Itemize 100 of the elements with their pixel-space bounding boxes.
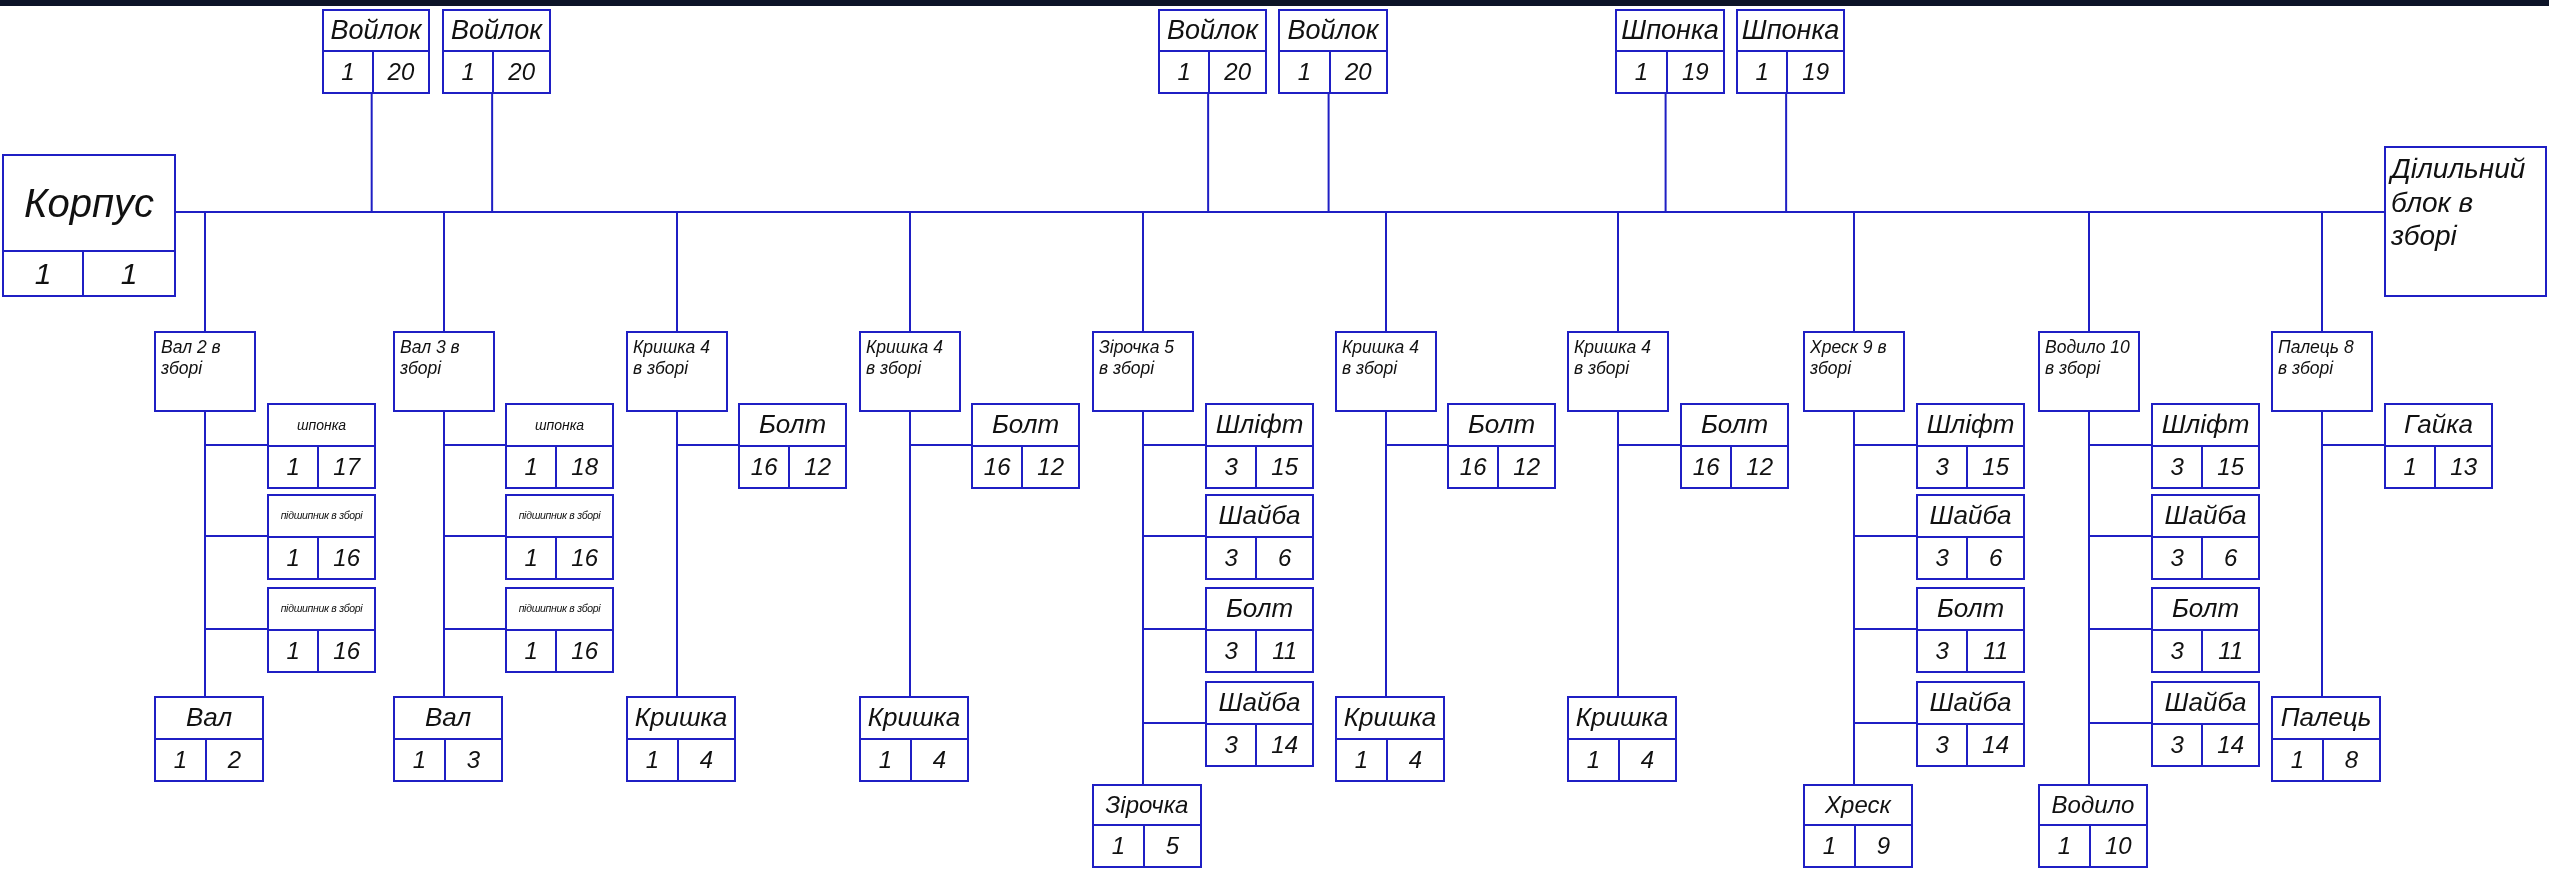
assembly-name: Водило 10 в зборі — [2045, 337, 2131, 379]
position-number-cell: 12 — [1497, 447, 1554, 487]
part-name: Гайка — [2404, 411, 2473, 439]
position-number-cell: 3 — [443, 740, 501, 780]
quantity-cell-text: 16 — [1691, 452, 1721, 482]
position-number-cell: 20 — [1208, 52, 1265, 92]
position-number-cell: 14 — [1255, 725, 1312, 765]
quantity-cell-text: 16 — [982, 452, 1012, 482]
assembly-box — [2271, 331, 2373, 412]
position-number-cell: 10 — [2088, 826, 2146, 866]
quantity-cell-text: 1 — [33, 255, 53, 292]
quantity-cell-text: 3 — [1934, 730, 1950, 760]
part-box — [626, 696, 736, 782]
position-number-cell: 6 — [1255, 538, 1312, 578]
part-name: Шпонка — [1741, 16, 1840, 45]
quantity-cell-text: 3 — [2169, 543, 2185, 573]
position-number-cell: 15 — [2201, 447, 2258, 487]
assembly-name: Кришка 4 в зборі — [1342, 337, 1420, 379]
part-name: Войлок — [1287, 16, 1379, 45]
quantity-cell-text: 1 — [1296, 57, 1313, 87]
part-box — [2151, 681, 2260, 767]
part-box — [971, 403, 1080, 489]
quantity-cell-text: 3 — [2169, 452, 2185, 482]
assembly-name: Кришка 4 в зборі — [633, 337, 711, 379]
part-name: Хреск — [1825, 792, 1891, 818]
part-box — [393, 696, 503, 782]
position-number-cell: 4 — [909, 740, 967, 780]
part-name: Войлок — [330, 16, 422, 45]
part-name: Войлок — [1166, 16, 1258, 45]
part-box — [267, 494, 376, 580]
part-name: Водило — [2051, 792, 2135, 818]
quantity-cell-text: 1 — [1110, 831, 1127, 861]
quantity-cell-text: 1 — [1754, 57, 1770, 87]
connector-line — [2321, 411, 2323, 697]
part-name: Болт — [991, 411, 1060, 439]
part-box — [1615, 9, 1725, 94]
position-number-cell: 19 — [1786, 52, 1843, 92]
part-name: Зірочка — [1105, 792, 1189, 818]
quantity-cell-text: 3 — [1223, 730, 1239, 760]
quantity-cell-text: 1 — [340, 57, 356, 87]
quantity-cell-text: 1 — [2056, 831, 2073, 861]
assembly-name: Хреск 9 в зборі — [1810, 337, 1888, 379]
position-number-cell: 16 — [555, 631, 612, 671]
quantity-cell-text: 1 — [2289, 745, 2306, 775]
part-box — [1567, 696, 1677, 782]
position-number-cell: 18 — [555, 447, 612, 487]
quantity-cell-text: 1 — [523, 636, 539, 666]
assembly-name: Вал 2 в зборі — [161, 337, 222, 379]
position-number-cell: 20 — [371, 52, 428, 92]
quantity-cell-text: 1 — [285, 543, 301, 573]
connector-line — [909, 411, 911, 697]
position-number-cell: 19 — [1665, 52, 1723, 92]
part-name: шпонка — [534, 417, 585, 433]
part-box — [1916, 681, 2025, 767]
assembly-box — [1092, 331, 1194, 412]
part-box — [154, 696, 264, 782]
part-box — [2271, 696, 2381, 782]
part-box — [2, 154, 176, 297]
connector-line — [443, 411, 445, 697]
position-number-cell: 12 — [788, 447, 845, 487]
part-box — [1205, 403, 1314, 489]
part-name: Кришка — [1343, 704, 1437, 732]
part-box — [505, 587, 614, 673]
assembly-box — [393, 331, 495, 412]
quantity-cell-text: 16 — [1458, 452, 1488, 482]
position-number-cell: 4 — [676, 740, 734, 780]
quantity-cell-text: 1 — [172, 745, 189, 775]
part-name: підшипник в зборі — [518, 510, 601, 522]
part-box — [1205, 587, 1314, 673]
position-number-cell: 14 — [1966, 725, 2023, 765]
assembly-name: Кришка 4 в зборі — [866, 337, 944, 379]
part-name: Шайба — [1929, 689, 2012, 717]
connector-line — [1385, 411, 1387, 697]
assembly-name: Вал 3 в зборі — [400, 337, 461, 379]
quantity-cell-text: 3 — [2169, 636, 2185, 666]
part-name: підшипник в зборі — [280, 510, 363, 522]
part-name: Кришка — [867, 704, 961, 732]
quantity-cell-text: 1 — [644, 745, 661, 775]
part-name: Корпус — [23, 182, 155, 224]
part-box — [1092, 784, 1202, 868]
part-name: Шліфт — [1215, 411, 1304, 439]
position-number-cell: 9 — [1853, 826, 1911, 866]
quantity-cell-text: 1 — [460, 57, 476, 87]
position-number-cell: 2 — [204, 740, 262, 780]
part-box — [1680, 403, 1789, 489]
part-box — [2151, 494, 2260, 580]
connector-line — [2088, 411, 2090, 785]
assembly-box — [2384, 146, 2547, 297]
part-name: підшипник в зборі — [280, 603, 363, 615]
part-box — [1447, 403, 1556, 489]
quantity-cell-text: 1 — [1353, 745, 1370, 775]
quantity-cell-text: 1 — [285, 452, 301, 482]
part-box — [2384, 403, 2493, 489]
position-number-cell: 14 — [2201, 725, 2258, 765]
position-number-cell: 20 — [492, 52, 549, 92]
position-number-cell: 8 — [2321, 740, 2379, 780]
part-name: Шайба — [1218, 502, 1301, 530]
part-box — [2038, 784, 2148, 868]
part-box — [1916, 494, 2025, 580]
quantity-cell-text: 3 — [1934, 636, 1950, 666]
